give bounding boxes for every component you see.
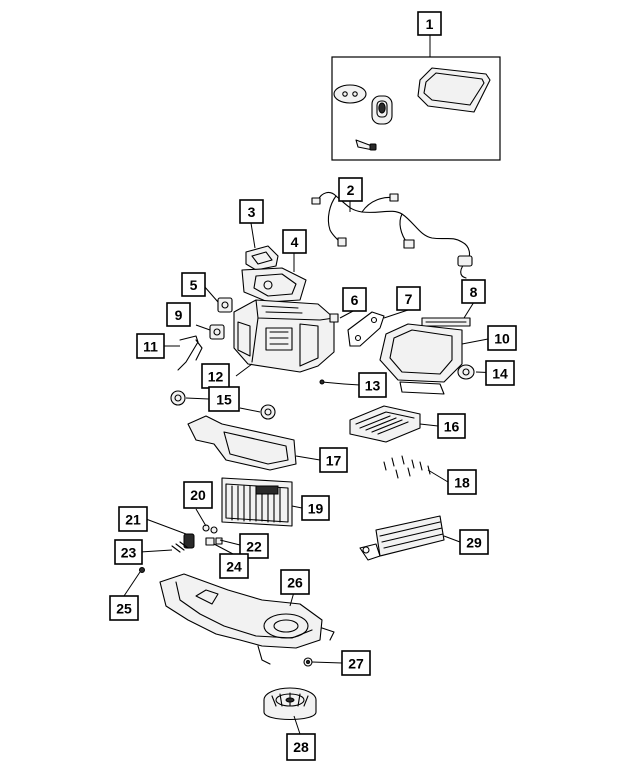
svg-text:28: 28 bbox=[293, 739, 309, 755]
wiring-harness-part bbox=[311, 191, 473, 279]
svg-text:16: 16 bbox=[444, 419, 460, 435]
svg-text:18: 18 bbox=[454, 475, 470, 491]
lower-housing-part bbox=[159, 573, 335, 665]
callout-11: 11 bbox=[136, 333, 165, 359]
svg-text:11: 11 bbox=[143, 339, 158, 355]
grommet-part bbox=[170, 390, 276, 420]
svg-text:6: 6 bbox=[351, 292, 359, 308]
cabin-filter-part bbox=[349, 405, 421, 443]
svg-text:8: 8 bbox=[470, 284, 478, 300]
mounting-bracket-part bbox=[347, 311, 385, 347]
callout-18: 18 bbox=[447, 469, 477, 495]
callout-24: 24 bbox=[219, 553, 249, 579]
svg-text:29: 29 bbox=[466, 535, 482, 551]
clip-part bbox=[355, 139, 377, 151]
svg-text:12: 12 bbox=[208, 369, 224, 385]
callout-27: 27 bbox=[341, 650, 371, 676]
callout-8: 8 bbox=[461, 279, 486, 304]
pad-seal-part bbox=[371, 95, 393, 125]
seal-kit-group bbox=[331, 35, 501, 161]
retainer-clips-part bbox=[383, 455, 431, 479]
duct-bracket-part bbox=[245, 245, 279, 271]
callout-12: 12 bbox=[201, 363, 230, 389]
heater-core-part bbox=[359, 515, 445, 561]
actuator-plate-part bbox=[241, 267, 307, 303]
callout-5: 5 bbox=[181, 272, 206, 297]
evaporator-core-part bbox=[221, 477, 293, 527]
svg-text:14: 14 bbox=[492, 366, 508, 382]
callout-19: 19 bbox=[301, 495, 330, 521]
svg-text:13: 13 bbox=[365, 378, 381, 394]
screw-part bbox=[319, 379, 345, 385]
callout-28: 28 bbox=[286, 733, 316, 761]
svg-text:7: 7 bbox=[405, 291, 413, 307]
svg-text:15: 15 bbox=[216, 392, 232, 408]
svg-text:22: 22 bbox=[246, 539, 262, 555]
oval-seal-part bbox=[333, 84, 367, 104]
callout-7: 7 bbox=[396, 286, 421, 311]
housing-screw-part bbox=[303, 657, 313, 667]
svg-text:23: 23 bbox=[121, 545, 137, 561]
callout-20: 20 bbox=[183, 481, 213, 509]
svg-text:1: 1 bbox=[426, 16, 434, 32]
svg-text:9: 9 bbox=[175, 307, 183, 323]
evaporator-seal-part bbox=[187, 415, 297, 471]
callout-25: 25 bbox=[109, 595, 139, 621]
temperature-sensor-part bbox=[457, 364, 475, 380]
small-screws-part bbox=[171, 541, 189, 553]
callout-23: 23 bbox=[114, 539, 143, 565]
svg-text:2: 2 bbox=[347, 182, 355, 198]
upper-cover-part bbox=[379, 323, 463, 395]
callout-1: 1 bbox=[417, 11, 442, 36]
linkage-part bbox=[177, 335, 203, 371]
svg-text:25: 25 bbox=[116, 601, 132, 617]
callout-4: 4 bbox=[282, 229, 307, 254]
callout-21: 21 bbox=[118, 506, 148, 532]
actuator-motor-part bbox=[217, 297, 233, 313]
callout-9: 9 bbox=[166, 302, 191, 327]
seal-strip-part bbox=[421, 317, 471, 327]
svg-text:21: 21 bbox=[125, 512, 141, 528]
svg-text:26: 26 bbox=[287, 575, 303, 591]
callout-26: 26 bbox=[280, 569, 310, 595]
svg-text:17: 17 bbox=[326, 453, 342, 469]
retainer-clip-part bbox=[329, 313, 339, 323]
callout-10: 10 bbox=[487, 325, 517, 351]
svg-text:19: 19 bbox=[308, 501, 324, 517]
svg-text:5: 5 bbox=[190, 277, 198, 293]
mode-actuator-part bbox=[209, 324, 225, 340]
callout-13: 13 bbox=[358, 372, 387, 398]
svg-text:24: 24 bbox=[226, 559, 242, 575]
svg-text:27: 27 bbox=[348, 656, 364, 672]
fitting-parts bbox=[202, 524, 223, 546]
seal-kit-frame bbox=[331, 56, 501, 161]
leader-lines bbox=[123, 201, 501, 735]
svg-text:4: 4 bbox=[291, 234, 299, 250]
callout-3: 3 bbox=[239, 199, 264, 224]
callout-14: 14 bbox=[485, 360, 515, 386]
nut-part bbox=[139, 567, 145, 573]
callout-16: 16 bbox=[437, 413, 466, 439]
svg-text:20: 20 bbox=[190, 487, 206, 503]
blower-motor-part bbox=[263, 687, 317, 720]
callout-2: 2 bbox=[338, 177, 363, 202]
svg-text:10: 10 bbox=[494, 331, 510, 347]
callout-6: 6 bbox=[342, 287, 367, 312]
callout-29: 29 bbox=[459, 529, 489, 555]
callout-17: 17 bbox=[319, 447, 348, 473]
svg-text:3: 3 bbox=[248, 204, 256, 220]
expansion-valve-part bbox=[183, 533, 195, 549]
hvac-case-part bbox=[233, 299, 335, 373]
rect-gasket-part bbox=[417, 67, 491, 113]
callout-15: 15 bbox=[208, 386, 240, 412]
